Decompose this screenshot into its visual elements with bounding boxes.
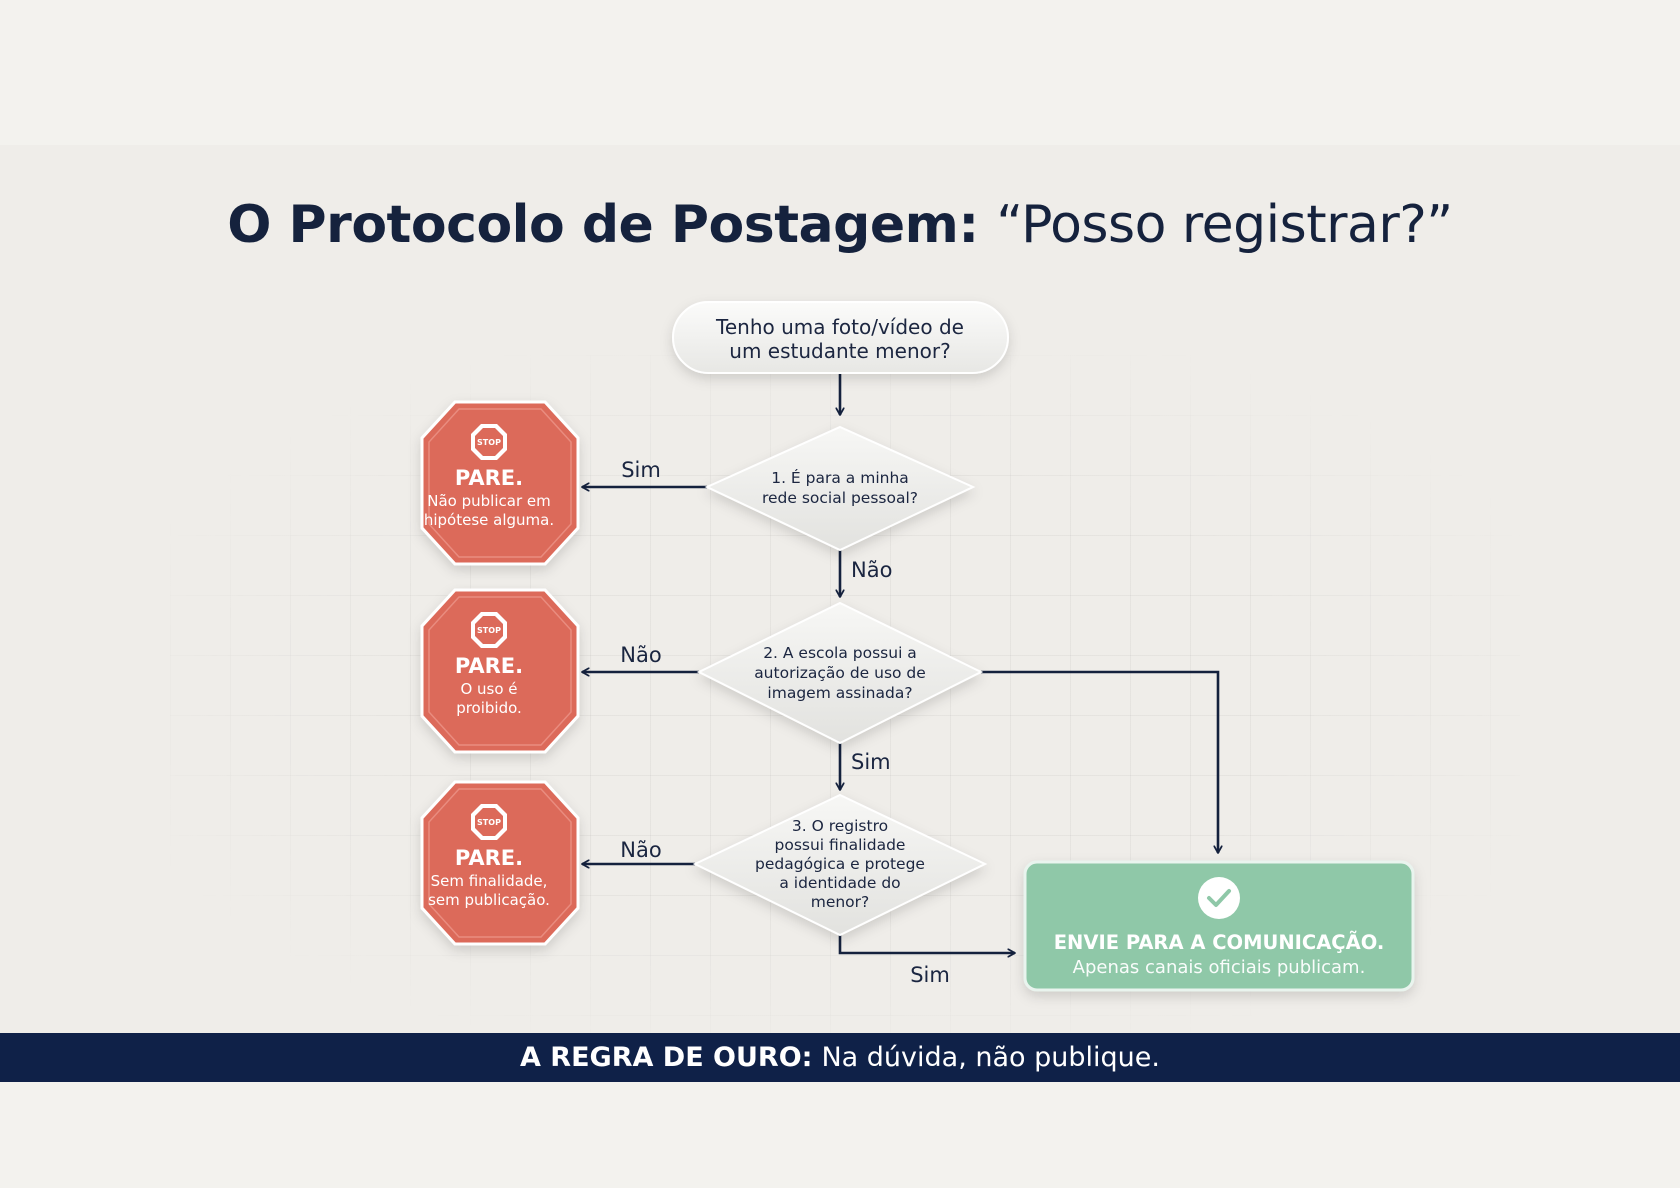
- stop-sign-1: STOP PARE. Não publicar em hipótese algu…: [420, 400, 580, 566]
- decision-1: 1. É para a minha rede social pessoal?: [704, 425, 976, 552]
- edge-labels: Sim Não Não Sim Não Sim: [620, 458, 950, 987]
- stop-sign-2: STOP PARE. O uso é proibido.: [420, 588, 580, 754]
- stop-icon: [471, 612, 507, 648]
- arrow-d3-to-result: [838, 935, 1015, 953]
- stop-3-heading: PARE.: [455, 846, 523, 870]
- connectors: [582, 373, 1218, 953]
- decision-3-line-2: possui finalidade: [775, 836, 906, 854]
- banner-text: Na dúvida, não publique.: [821, 1042, 1160, 1073]
- arrow-d2-to-result: [981, 670, 1218, 853]
- golden-rule-banner: A REGRA DE OURO: Na dúvida, não publique…: [0, 1033, 1680, 1082]
- start-line-1: Tenho uma foto/vídeo de: [715, 315, 964, 339]
- stop-3-line-2: sem publicação.: [428, 891, 550, 909]
- stop-icon: [471, 804, 507, 840]
- title-question: “Posso registrar?”: [996, 195, 1453, 255]
- result-subtext: Apenas canais oficiais publicam.: [1073, 957, 1366, 978]
- decision-3-line-3: pedagógica e protege: [755, 855, 925, 873]
- decision-3-line-5: menor?: [811, 893, 870, 911]
- stop-1-heading: PARE.: [455, 466, 523, 490]
- decision-2: 2. A escola possui a autorização de uso …: [696, 601, 984, 745]
- decision-1-line-2: rede social pessoal?: [762, 489, 918, 507]
- stop-icon: [471, 424, 507, 460]
- start-line-2: um estudante menor?: [729, 339, 950, 363]
- decision-2-line-1: 2. A escola possui a: [763, 644, 917, 662]
- result-box: ENVIE PARA A COMUNICAÇÃO. Apenas canais …: [1023, 860, 1415, 992]
- edge-label-d3-right: Sim: [910, 963, 950, 987]
- stop-2-line-2: proibido.: [456, 699, 522, 717]
- decision-3-line-4: a identidade do: [779, 874, 900, 892]
- edge-label-d3-left: Não: [620, 838, 661, 862]
- stop-2-heading: PARE.: [455, 654, 523, 678]
- flowchart: Sim Não Não Sim Não Sim Tenho uma foto/v…: [420, 301, 1415, 992]
- decision-2-line-2: autorização de uso de: [754, 664, 926, 682]
- stop-icon-label: STOP: [477, 818, 501, 827]
- stop-1-line-1: Não publicar em: [427, 492, 550, 510]
- decision-1-line-1: 1. É para a minha: [771, 468, 909, 487]
- decision-2-line-3: imagem assinada?: [767, 684, 912, 702]
- stop-sign-3: STOP PARE. Sem finalidade, sem publicaçã…: [420, 780, 580, 946]
- title-bold: O Protocolo de Postagem:: [227, 195, 979, 255]
- stop-2-line-1: O uso é: [460, 680, 517, 698]
- edge-label-d1-down: Não: [851, 558, 892, 582]
- check-circle-icon: [1198, 877, 1240, 919]
- stop-icon-label: STOP: [477, 626, 501, 635]
- stop-1-line-2: hipótese alguma.: [424, 511, 554, 529]
- page-title: O Protocolo de Postagem: “Posso registra…: [0, 195, 1680, 255]
- result-heading: ENVIE PARA A COMUNICAÇÃO.: [1054, 930, 1385, 954]
- edge-label-d2-left: Não: [620, 643, 661, 667]
- decision-3-line-1: 3. O registro: [792, 817, 888, 835]
- start-node: Tenho uma foto/vídeo de um estudante men…: [672, 301, 1009, 374]
- decision-3: 3. O registro possui finalidade pedagógi…: [692, 793, 988, 937]
- stop-3-line-1: Sem finalidade,: [431, 872, 548, 890]
- banner-bold: A REGRA DE OURO:: [520, 1042, 813, 1073]
- slide: O Protocolo de Postagem: “Posso registra…: [0, 145, 1680, 1082]
- edge-label-d1-left: Sim: [621, 458, 661, 482]
- stop-icon-label: STOP: [477, 438, 501, 447]
- edge-label-d2-down: Sim: [851, 750, 891, 774]
